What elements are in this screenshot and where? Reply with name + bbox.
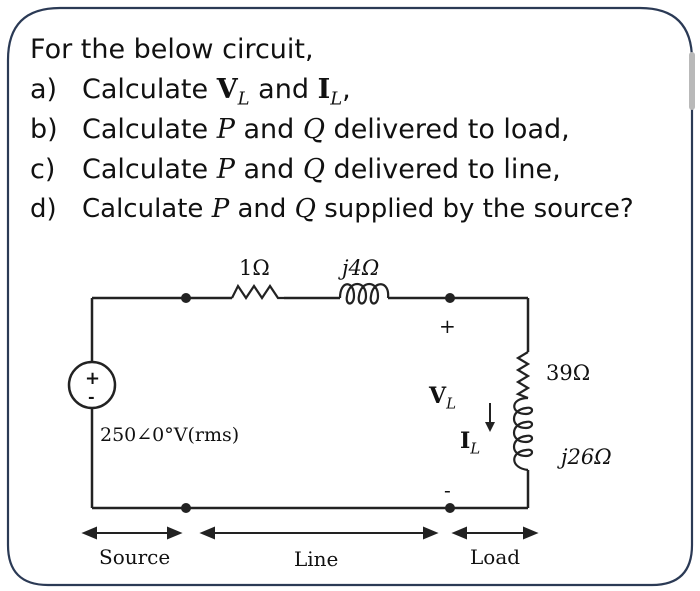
section-load-label: Load [470, 545, 521, 569]
source-span-arrow [81, 526, 183, 540]
node-dot [181, 503, 191, 513]
load-inductor [512, 396, 534, 472]
question-intro: For the below circuit, [30, 34, 314, 65]
load-resistor [515, 351, 531, 400]
current-arrow-head [485, 422, 495, 432]
il-symbol: I [317, 74, 331, 105]
item-label: a) [30, 74, 58, 105]
item-label: c) [30, 154, 56, 185]
vl-plus: + [439, 314, 456, 338]
source-minus: - [88, 387, 95, 406]
line-resistor [231, 283, 284, 300]
load-resistance-label: 39Ω [546, 361, 591, 385]
question-item-d: d)Calculate P and Q supplied by the sour… [30, 194, 634, 224]
node-dot [181, 293, 191, 303]
node-dot [445, 293, 455, 303]
item-label: b) [30, 114, 58, 145]
load-reactance-label: j26Ω [561, 445, 612, 469]
scrollbar[interactable] [689, 52, 695, 110]
vl-symbol: V [216, 74, 238, 105]
node-dot [445, 503, 455, 513]
line-reactance-label: j4Ω [342, 256, 380, 280]
line-span-arrow [199, 526, 439, 540]
question-item-b: b)Calculate P and Q delivered to load, [30, 114, 570, 145]
question-item-a: a)Calculate VL and IL, [30, 74, 351, 110]
line-inductor [338, 282, 390, 305]
source-plus: + [85, 368, 101, 389]
item-label: d) [30, 194, 57, 224]
vl-minus: - [444, 478, 451, 502]
il-label: IL [460, 428, 481, 458]
section-source-label: Source [99, 545, 171, 569]
section-line-label: Line [294, 547, 339, 571]
load-span-arrow [451, 526, 539, 540]
question-item-c: c)Calculate P and Q delivered to line, [30, 154, 561, 185]
source-value-label: 250∠0°V(rms) [100, 424, 240, 446]
vl-label: VL [429, 383, 457, 413]
line-resistance-label: 1Ω [239, 256, 270, 280]
